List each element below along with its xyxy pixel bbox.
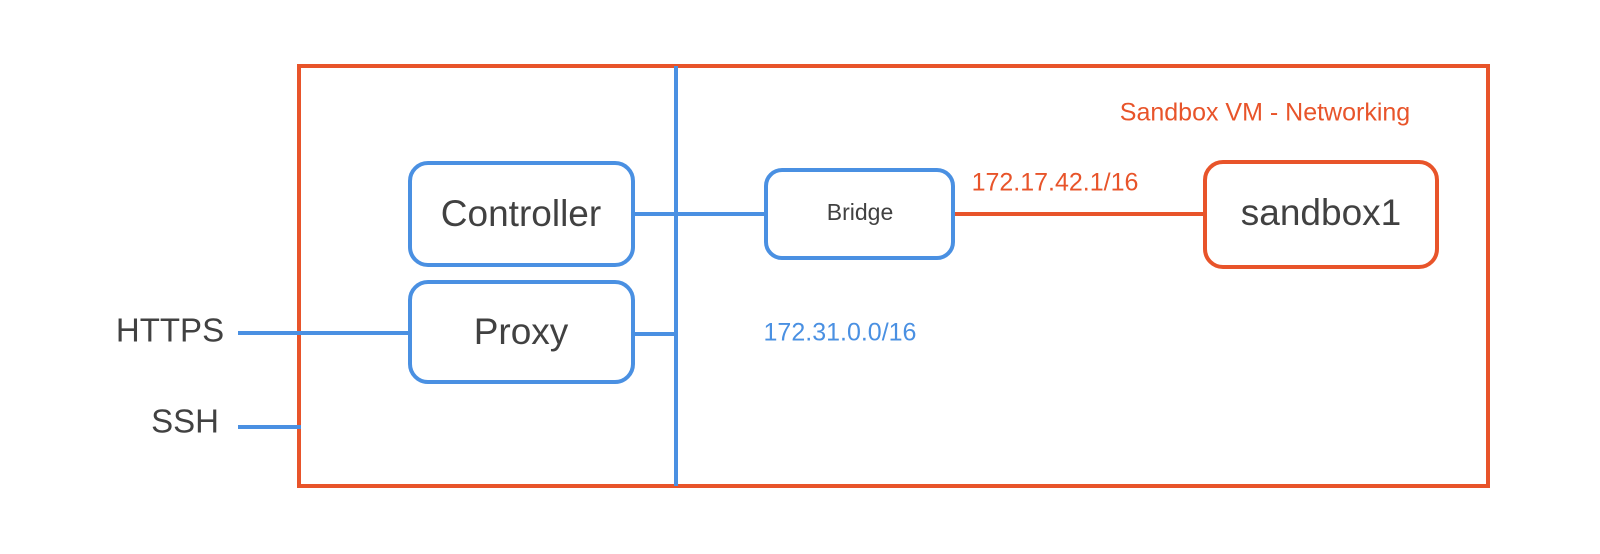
proxy-label: Proxy [474, 311, 569, 352]
proxy-box[interactable] [408, 280, 635, 384]
node-bridge[interactable]: Bridge [764, 168, 955, 260]
node-controller[interactable]: Controller [408, 161, 635, 267]
controller-box[interactable] [408, 161, 635, 267]
sandbox-vm-zone-border [297, 64, 1490, 488]
sandbox1-label: sandbox1 [1241, 192, 1401, 233]
docker-bridge-cidr-label: 172.17.42.1/16 [972, 169, 1139, 197]
node-sandbox1[interactable]: sandbox1 [1203, 160, 1439, 269]
sandbox1-box[interactable] [1203, 160, 1439, 269]
bridge-box[interactable] [764, 168, 955, 260]
node-proxy[interactable]: Proxy [408, 280, 635, 384]
sandbox-vm-zone-title: Sandbox VM - Networking [1120, 99, 1410, 127]
ssh-endpoint-label: SSH [151, 403, 219, 440]
https-endpoint-label: HTTPS [116, 312, 224, 349]
controller-label: Controller [441, 193, 601, 234]
internal-network-cidr-label: 172.31.0.0/16 [764, 319, 917, 347]
bridge-label: Bridge [827, 199, 893, 225]
